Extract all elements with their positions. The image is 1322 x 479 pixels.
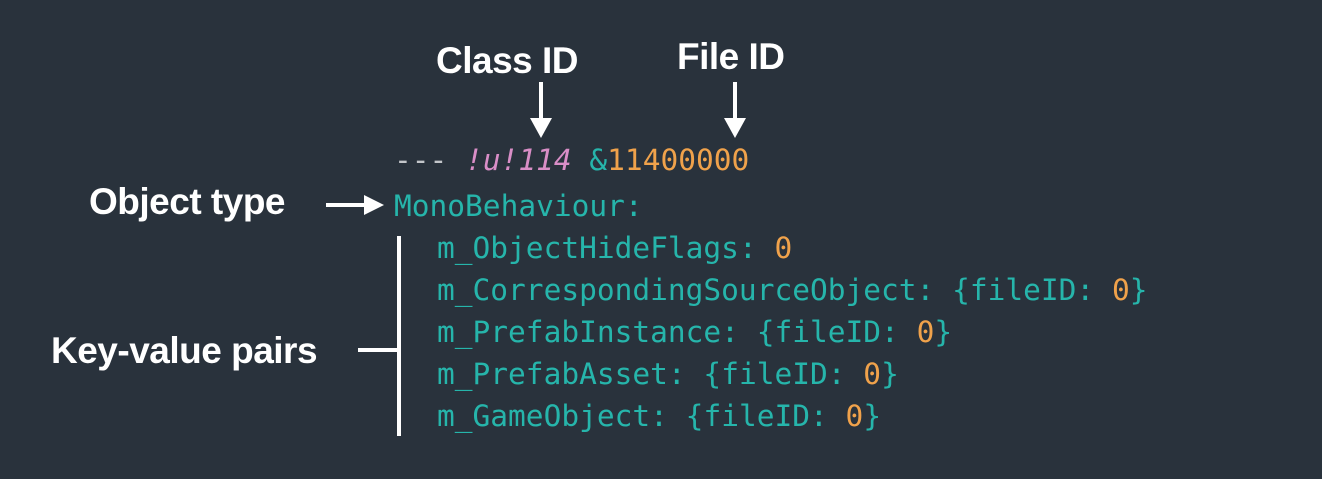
pair-value: 0 bbox=[916, 315, 935, 349]
key-value-line: m_PrefabAsset: {fileID: 0} bbox=[437, 357, 899, 391]
pair-field: fileID bbox=[969, 273, 1077, 307]
class-id-arrow-head bbox=[530, 118, 552, 138]
pair-field: fileID bbox=[721, 357, 828, 391]
anchor-prefix: & bbox=[589, 143, 608, 177]
file-id-arrow-head bbox=[724, 118, 746, 138]
key-value-line: m_ObjectHideFlags: 0 bbox=[437, 231, 793, 265]
key-value-line: m_CorrespondingSourceObject: {fileID: 0} bbox=[437, 273, 1148, 307]
pair-key: m_PrefabInstance bbox=[437, 315, 722, 349]
object-type-name: MonoBehaviour bbox=[394, 189, 625, 223]
pair-value: 0 bbox=[774, 231, 793, 265]
pair-key: m_GameObject bbox=[437, 399, 651, 433]
pair-key: m_ObjectHideFlags bbox=[437, 231, 739, 265]
pair-key: m_PrefabAsset bbox=[437, 357, 668, 391]
object-type-label: Object type bbox=[89, 181, 286, 222]
pair-value: 0 bbox=[863, 357, 882, 391]
pair-field: fileID bbox=[703, 399, 811, 433]
key-value-pairs-label: Key-value pairs bbox=[51, 330, 318, 371]
object-type-line: MonoBehaviour: bbox=[394, 189, 643, 223]
key-value-line: m_GameObject: {fileID: 0} bbox=[437, 399, 882, 433]
key-value-line: m_PrefabInstance: {fileID: 0} bbox=[437, 315, 953, 349]
pair-value: 0 bbox=[845, 399, 864, 433]
document-separator: --- bbox=[394, 143, 448, 177]
yaml-header-line: --- !u!114 &11400000 bbox=[394, 143, 750, 177]
pair-key: m_CorrespondingSourceObject bbox=[437, 273, 917, 307]
file-id-value: 11400000 bbox=[607, 143, 750, 177]
object-type-arrow-head bbox=[364, 195, 384, 215]
pair-value: 0 bbox=[1111, 273, 1130, 307]
pair-field: fileID bbox=[774, 315, 882, 349]
class-id-label: Class ID bbox=[436, 40, 579, 81]
file-id-label: File ID bbox=[677, 36, 785, 77]
class-id-tag: !u!114 bbox=[465, 143, 572, 177]
